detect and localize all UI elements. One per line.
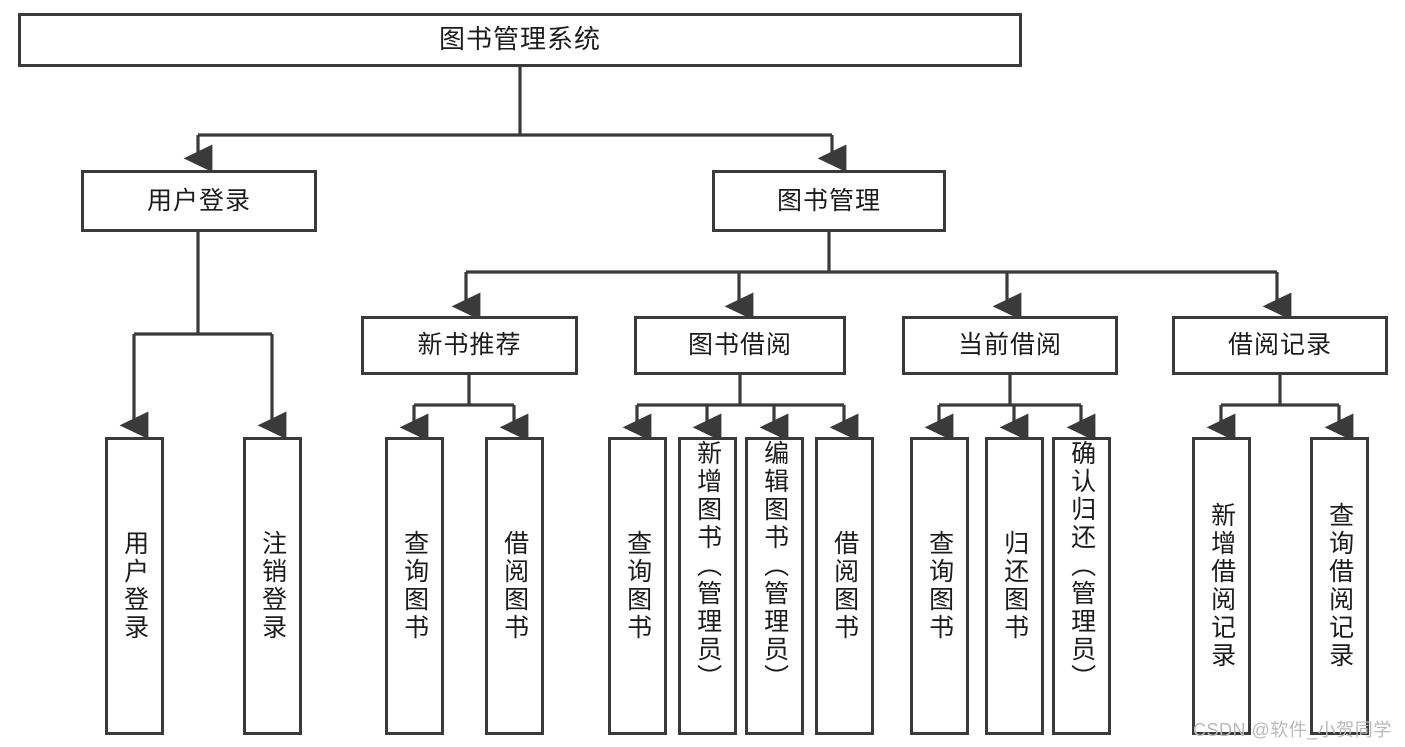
node-new-book-recommend[interactable]: 新书推荐 [361,316,578,375]
node-leaf-logout-label: 注销登录 [258,530,287,642]
node-book-borrow-label: 图书借阅 [687,331,792,360]
node-leaf-borrow-book-2[interactable]: 借阅图书 [815,437,874,735]
node-leaf-borrow-book-1[interactable]: 借阅图书 [485,437,544,735]
node-book-manage[interactable]: 图书管理 [712,170,946,232]
node-leaf-return-book[interactable]: 归还图书 [985,437,1044,735]
node-borrow-record[interactable]: 借阅记录 [1172,316,1388,375]
node-user-login[interactable]: 用户登录 [81,170,317,232]
node-leaf-edit-book-admin-label: 编辑图书（管理员） [760,440,789,692]
node-current-borrow-label: 当前借阅 [957,331,1062,360]
node-leaf-add-borrow-record-label: 新增借阅记录 [1207,502,1236,670]
node-leaf-query-book-3-label: 查询图书 [925,530,954,642]
node-book-manage-label: 图书管理 [776,186,881,215]
node-leaf-add-borrow-record[interactable]: 新增借阅记录 [1192,437,1251,735]
node-leaf-confirm-return-admin[interactable]: 确认归还（管理员） [1052,437,1111,735]
node-leaf-confirm-return-admin-label: 确认归还（管理员） [1067,440,1096,692]
node-leaf-query-book-2-label: 查询图书 [623,530,652,642]
node-new-book-recommend-label: 新书推荐 [417,331,522,360]
node-leaf-add-book-admin-label: 新增图书（管理员） [693,440,722,692]
node-leaf-query-book-2[interactable]: 查询图书 [608,437,667,735]
node-leaf-edit-book-admin[interactable]: 编辑图书（管理员） [745,437,804,735]
node-leaf-user-login-label: 用户登录 [120,530,149,642]
node-root[interactable]: 图书管理系统 [18,13,1022,67]
node-borrow-record-label: 借阅记录 [1227,331,1332,360]
node-user-login-label: 用户登录 [146,186,251,215]
node-leaf-logout[interactable]: 注销登录 [243,437,302,735]
node-leaf-query-book-3[interactable]: 查询图书 [910,437,969,735]
node-book-borrow[interactable]: 图书借阅 [634,316,846,375]
csdn-watermark: CSDN @软件_小贺同学 [1193,720,1392,740]
node-leaf-add-book-admin[interactable]: 新增图书（管理员） [678,437,737,735]
node-leaf-query-borrow-record-label: 查询借阅记录 [1325,502,1354,670]
node-leaf-user-login[interactable]: 用户登录 [105,437,164,735]
node-root-label: 图书管理系统 [438,24,601,55]
node-leaf-borrow-book-1-label: 借阅图书 [500,530,529,642]
node-leaf-query-borrow-record[interactable]: 查询借阅记录 [1310,437,1369,735]
node-leaf-query-book-1[interactable]: 查询图书 [385,437,444,735]
node-leaf-query-book-1-label: 查询图书 [400,530,429,642]
node-current-borrow[interactable]: 当前借阅 [902,316,1118,375]
node-leaf-borrow-book-2-label: 借阅图书 [830,530,859,642]
node-leaf-return-book-label: 归还图书 [1000,530,1029,642]
